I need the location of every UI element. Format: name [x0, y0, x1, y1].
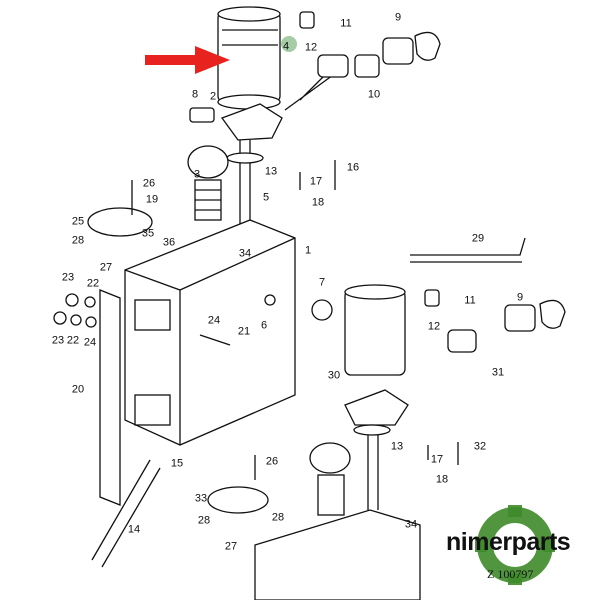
highlight-dot [281, 36, 297, 52]
watermark-brand: nimerparts [446, 528, 571, 556]
callout-part-16: 16 [346, 161, 360, 174]
callout-part-31: 31 [491, 366, 505, 379]
callout-part-12: 12 [427, 320, 441, 333]
callout-part-28: 28 [271, 511, 285, 524]
callout-part-35: 35 [141, 227, 155, 240]
callout-part-8: 8 [191, 88, 199, 101]
callout-part-18: 18 [435, 473, 449, 486]
oil-filter-top [217, 6, 281, 110]
callout-part-21: 21 [237, 325, 251, 338]
filter-head [220, 103, 283, 141]
callout-part-12: 12 [304, 41, 318, 54]
callout-part-22: 22 [66, 334, 80, 347]
callout-part-29: 29 [471, 232, 485, 245]
callout-part-7: 7 [318, 276, 326, 289]
highlight-arrow [145, 46, 230, 74]
callout-part-3: 3 [193, 168, 201, 181]
callout-part-25: 25 [71, 215, 85, 228]
callout-part-27: 27 [224, 540, 238, 553]
callout-part-10: 10 [367, 88, 381, 101]
callout-part-15: 15 [170, 457, 184, 470]
reference-number: Z 100797 [487, 567, 534, 581]
callout-part-34: 34 [238, 247, 252, 260]
callout-part-4: 4 [282, 40, 290, 53]
callout-part-17: 17 [309, 175, 323, 188]
callout-part-32: 32 [473, 440, 487, 453]
callout-part-19: 19 [145, 193, 159, 206]
oil-filter-bottom [344, 284, 409, 510]
callout-part-24: 24 [83, 336, 97, 349]
callout-part-13: 13 [264, 165, 278, 178]
callout-part-28: 28 [71, 234, 85, 247]
callout-part-11: 11 [464, 294, 476, 307]
callout-part-14: 14 [127, 523, 141, 536]
callout-part-23: 23 [61, 271, 75, 284]
callout-part-28: 28 [197, 514, 211, 527]
callout-part-36: 36 [162, 236, 176, 249]
callout-part-6: 6 [260, 319, 268, 332]
callout-part-13: 13 [390, 440, 404, 453]
callout-part-9: 9 [394, 11, 402, 24]
callout-part-1: 1 [304, 244, 312, 257]
callout-part-18: 18 [311, 196, 325, 209]
callout-part-24: 24 [207, 314, 221, 327]
callout-part-22: 22 [86, 277, 100, 290]
callout-part-17: 17 [430, 453, 444, 466]
reservoir-tank [124, 219, 296, 446]
callout-part-20: 20 [71, 383, 85, 396]
callout-part-26: 26 [142, 177, 156, 190]
callout-part-27: 27 [99, 261, 113, 274]
callout-part-30: 30 [327, 369, 341, 382]
callout-part-34: 34 [404, 518, 418, 531]
nimerparts-gear-logo [475, 505, 555, 585]
callout-part-33: 33 [194, 492, 208, 505]
callout-part-2: 2 [209, 90, 217, 103]
callout-part-26: 26 [265, 455, 279, 468]
callout-part-5: 5 [262, 191, 270, 204]
callout-part-23: 23 [51, 334, 65, 347]
callout-part-9: 9 [516, 291, 524, 304]
callout-part-11: 11 [340, 17, 352, 30]
